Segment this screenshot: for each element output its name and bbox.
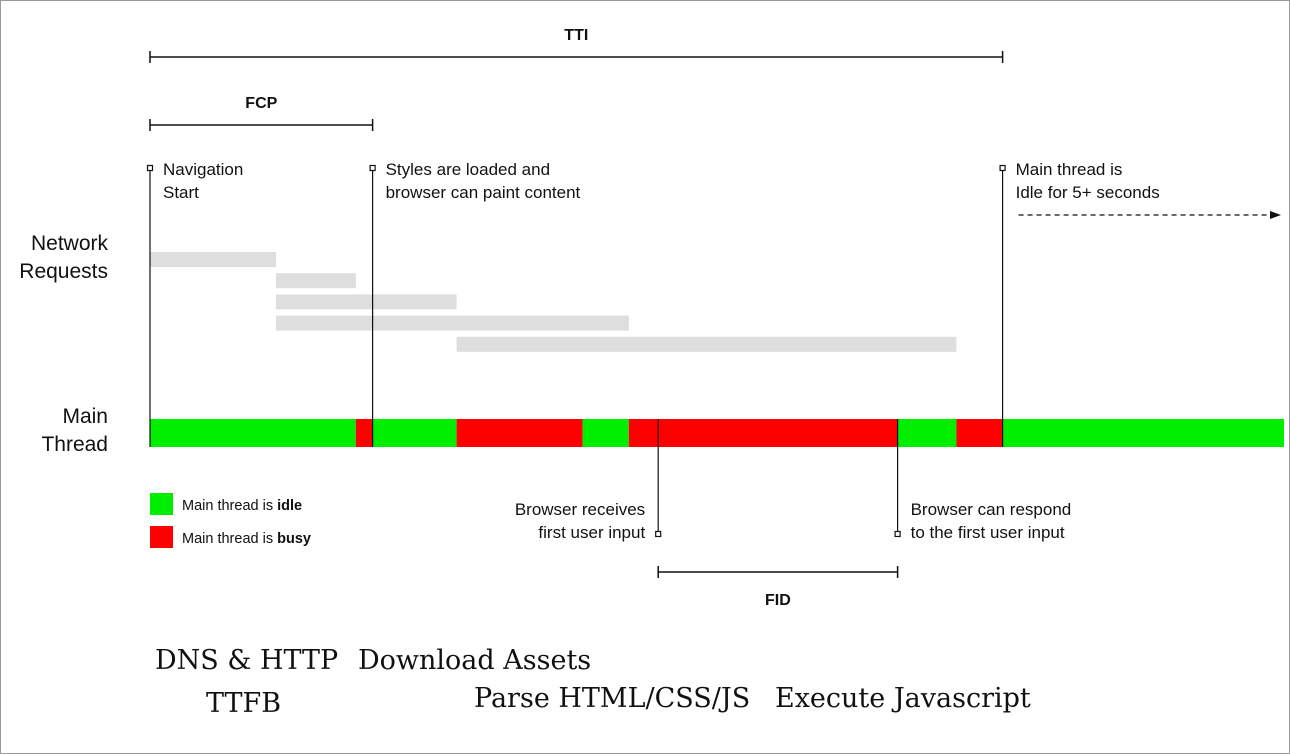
row-label-network: Network	[31, 232, 109, 255]
input-marker-label-first-input: first user input	[538, 523, 645, 542]
row-label-main: Main	[62, 405, 108, 428]
phase-label-execute: Execute Javascript	[775, 683, 1031, 714]
marker-label-main-thread-idle: Main thread is	[1016, 160, 1123, 179]
main-thread-segment-busy	[628, 419, 898, 447]
marker-handle-navigation-start	[146, 164, 154, 172]
main-thread-segment-idle	[1002, 419, 1284, 447]
input-marker-handle-respond-input	[894, 530, 901, 538]
network-request-bar	[276, 315, 629, 331]
main-thread-segment-idle	[897, 419, 957, 447]
span-label-fid: FID	[765, 592, 791, 609]
legend-label-idle: Main thread is idle	[182, 498, 302, 514]
arrow-head-icon	[1270, 211, 1281, 219]
main-thread-segment-idle	[150, 419, 356, 447]
marker-label-main-thread-idle: Idle for 5+ seconds	[1016, 183, 1160, 202]
main-thread-segment-idle	[372, 419, 457, 447]
row-label-main: Thread	[41, 433, 108, 456]
row-label-network: Requests	[19, 260, 108, 283]
main-thread-segment-busy	[355, 419, 373, 447]
span-label-tti: TTI	[564, 27, 588, 44]
marker-label-navigation-start: Start	[163, 183, 199, 202]
legend-label-busy: Main thread is busy	[182, 531, 311, 547]
network-request-bar	[276, 294, 457, 310]
marker-label-styles-loaded: browser can paint content	[386, 183, 581, 202]
phase-label-ttfb: TTFB	[206, 688, 282, 719]
network-request-bar	[150, 252, 276, 267]
main-thread-segment-busy	[956, 419, 1003, 447]
phase-label-dns-http: DNS & HTTP	[155, 645, 339, 676]
input-marker-handle-first-input	[655, 530, 662, 538]
network-request-bar	[456, 336, 957, 352]
network-request-bar	[276, 273, 356, 289]
legend-swatch-busy	[150, 526, 173, 548]
input-marker-label-first-input: Browser receives	[515, 500, 645, 519]
input-marker-label-respond-input: Browser can respond	[911, 500, 1072, 519]
main-thread-segment-busy	[456, 419, 583, 447]
phase-label-parse: Parse HTML/CSS/JS	[474, 683, 751, 714]
span-label-fcp: FCP	[245, 95, 277, 112]
marker-label-navigation-start: Navigation	[163, 160, 243, 179]
main-thread-segment-idle	[582, 419, 629, 447]
marker-handle-main-thread-idle	[999, 164, 1006, 172]
marker-label-styles-loaded: Styles are loaded and	[386, 160, 550, 179]
legend-swatch-idle	[150, 493, 173, 515]
phase-label-download-assets: Download Assets	[358, 645, 592, 676]
loading-phases-panel: DNS & HTTP Download Assets TTFB Parse HT…	[0, 620, 1290, 754]
marker-handle-styles-loaded	[369, 164, 376, 172]
input-marker-label-respond-input: to the first user input	[911, 523, 1065, 542]
